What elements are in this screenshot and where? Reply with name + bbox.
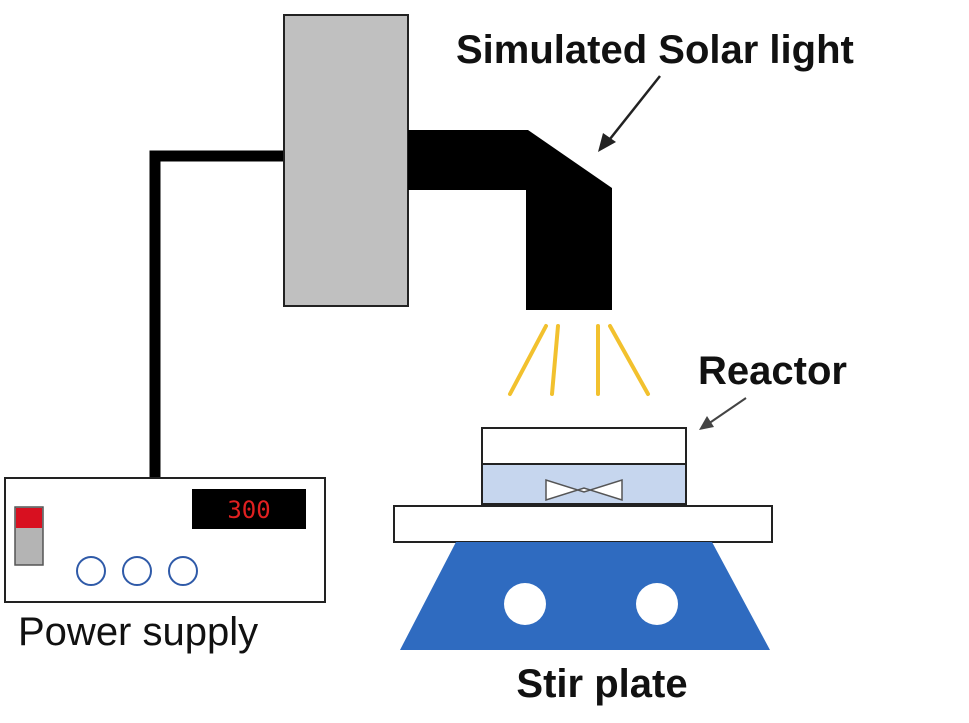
stir-plate-hole <box>504 583 546 625</box>
power-supply-knob <box>168 556 198 586</box>
stir-plate-label: Stir plate <box>516 662 687 706</box>
reactor-label: Reactor <box>698 349 847 393</box>
light-ray <box>550 324 560 396</box>
light-source-arrow <box>605 75 661 145</box>
light-source-arrowhead <box>598 133 616 152</box>
reactor-arrow <box>707 397 747 425</box>
power-supply-knob <box>76 556 106 586</box>
light-rays <box>508 324 650 396</box>
lamp-housing <box>283 14 409 307</box>
stir-plate-base <box>400 542 770 650</box>
stir-plate-hole <box>636 583 678 625</box>
power-supply-display <box>192 489 306 529</box>
power-cable <box>149 150 286 478</box>
light-ray <box>608 324 650 396</box>
power-supply-label: Power supply <box>18 610 258 654</box>
power-switch-top <box>16 508 42 528</box>
light-ray <box>508 324 548 396</box>
stir-plate-top <box>393 505 773 543</box>
power-supply-knob <box>122 556 152 586</box>
power-supply-display-value: 300 <box>227 496 270 524</box>
reactor-arrowhead <box>699 416 714 430</box>
stir-bar <box>545 478 623 502</box>
reactor-liquid <box>483 464 685 503</box>
light-guide <box>408 130 612 310</box>
light-source-label: Simulated Solar light <box>456 28 854 72</box>
